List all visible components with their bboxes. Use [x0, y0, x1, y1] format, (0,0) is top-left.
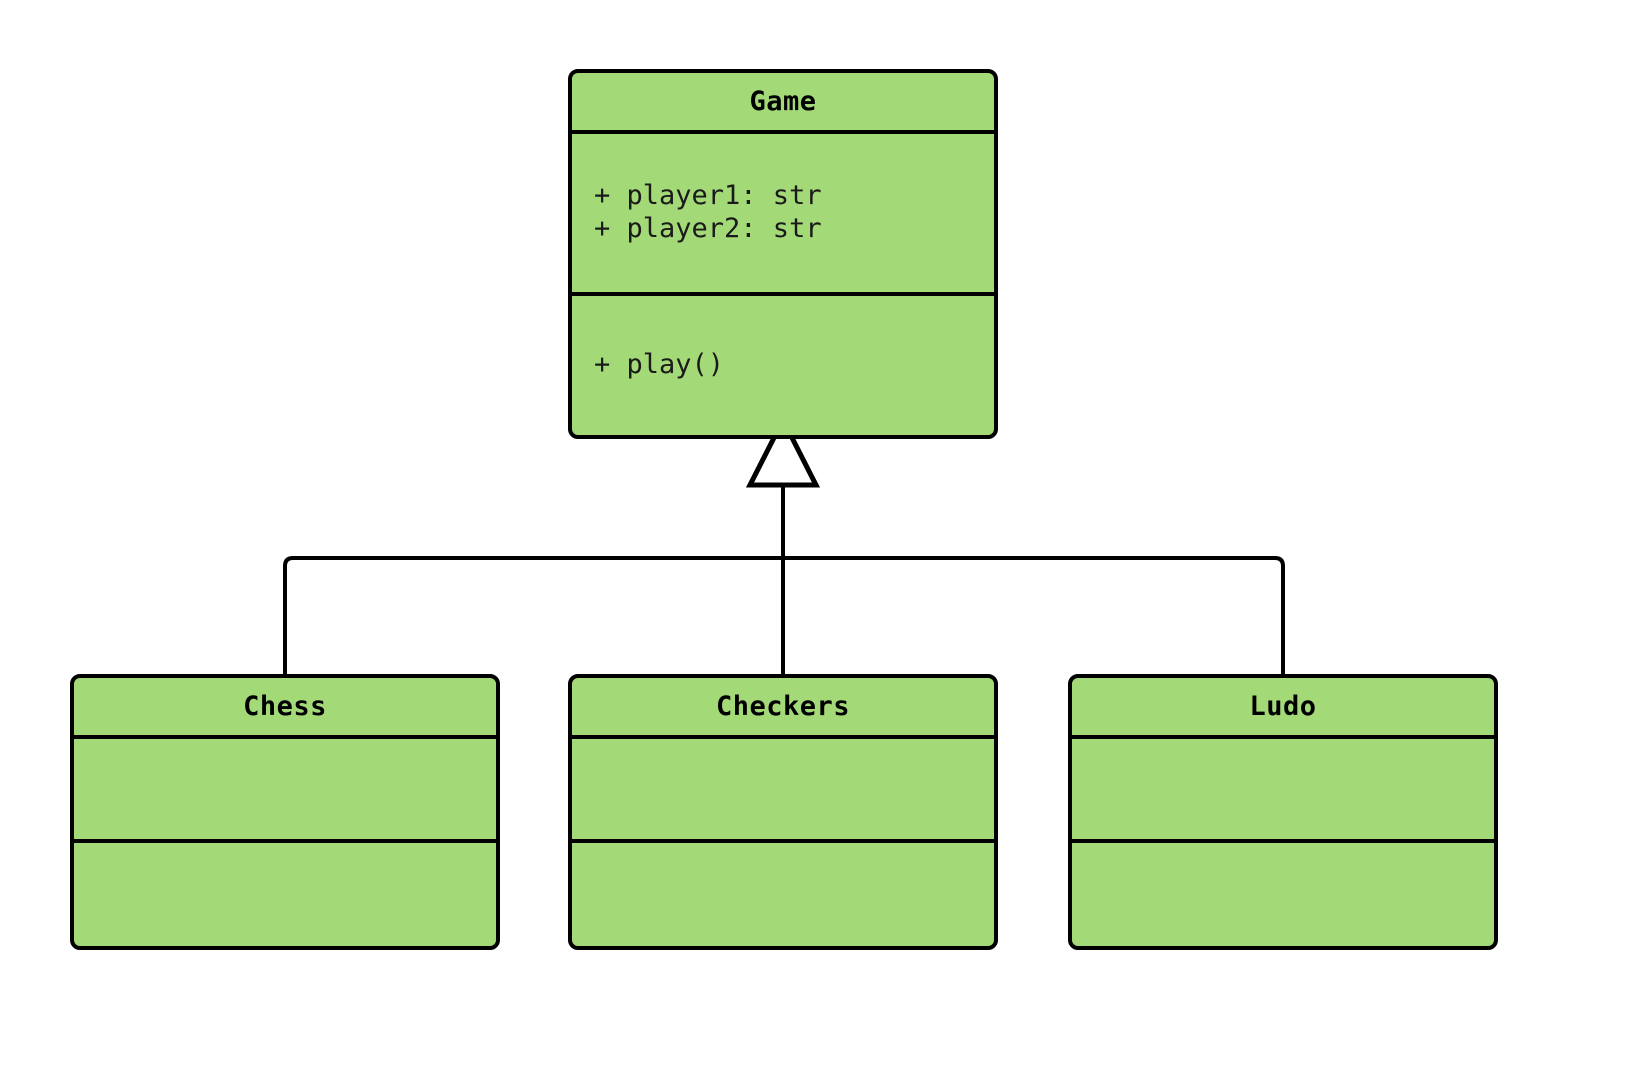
uml-class-checkers-title: Checkers — [572, 678, 994, 739]
uml-attribute-row: + player1: str — [594, 180, 822, 212]
uml-class-game-methods: + play() — [572, 296, 994, 435]
uml-class-ludo-title: Ludo — [1072, 678, 1494, 739]
inheritance-arrowhead-icon — [745, 414, 821, 488]
uml-class-ludo-attributes — [1072, 739, 1494, 843]
uml-class-game[interactable]: Game + player1: str + player2: str + pla… — [568, 69, 998, 439]
uml-class-game-title: Game — [572, 73, 994, 134]
uml-class-checkers-attributes — [572, 739, 994, 843]
uml-method-row: + play() — [594, 349, 725, 381]
uml-class-game-attributes: + player1: str + player2: str — [572, 134, 994, 296]
uml-attribute-row: + player2: str — [594, 213, 822, 244]
uml-class-chess[interactable]: Chess — [70, 674, 500, 950]
uml-class-chess-attributes — [74, 739, 496, 843]
uml-class-ludo[interactable]: Ludo — [1068, 674, 1498, 950]
uml-class-checkers[interactable]: Checkers — [568, 674, 998, 950]
uml-class-chess-title: Chess — [74, 678, 496, 739]
uml-class-ludo-methods — [1072, 843, 1494, 946]
uml-class-checkers-methods — [572, 843, 994, 946]
uml-class-chess-methods — [74, 843, 496, 946]
